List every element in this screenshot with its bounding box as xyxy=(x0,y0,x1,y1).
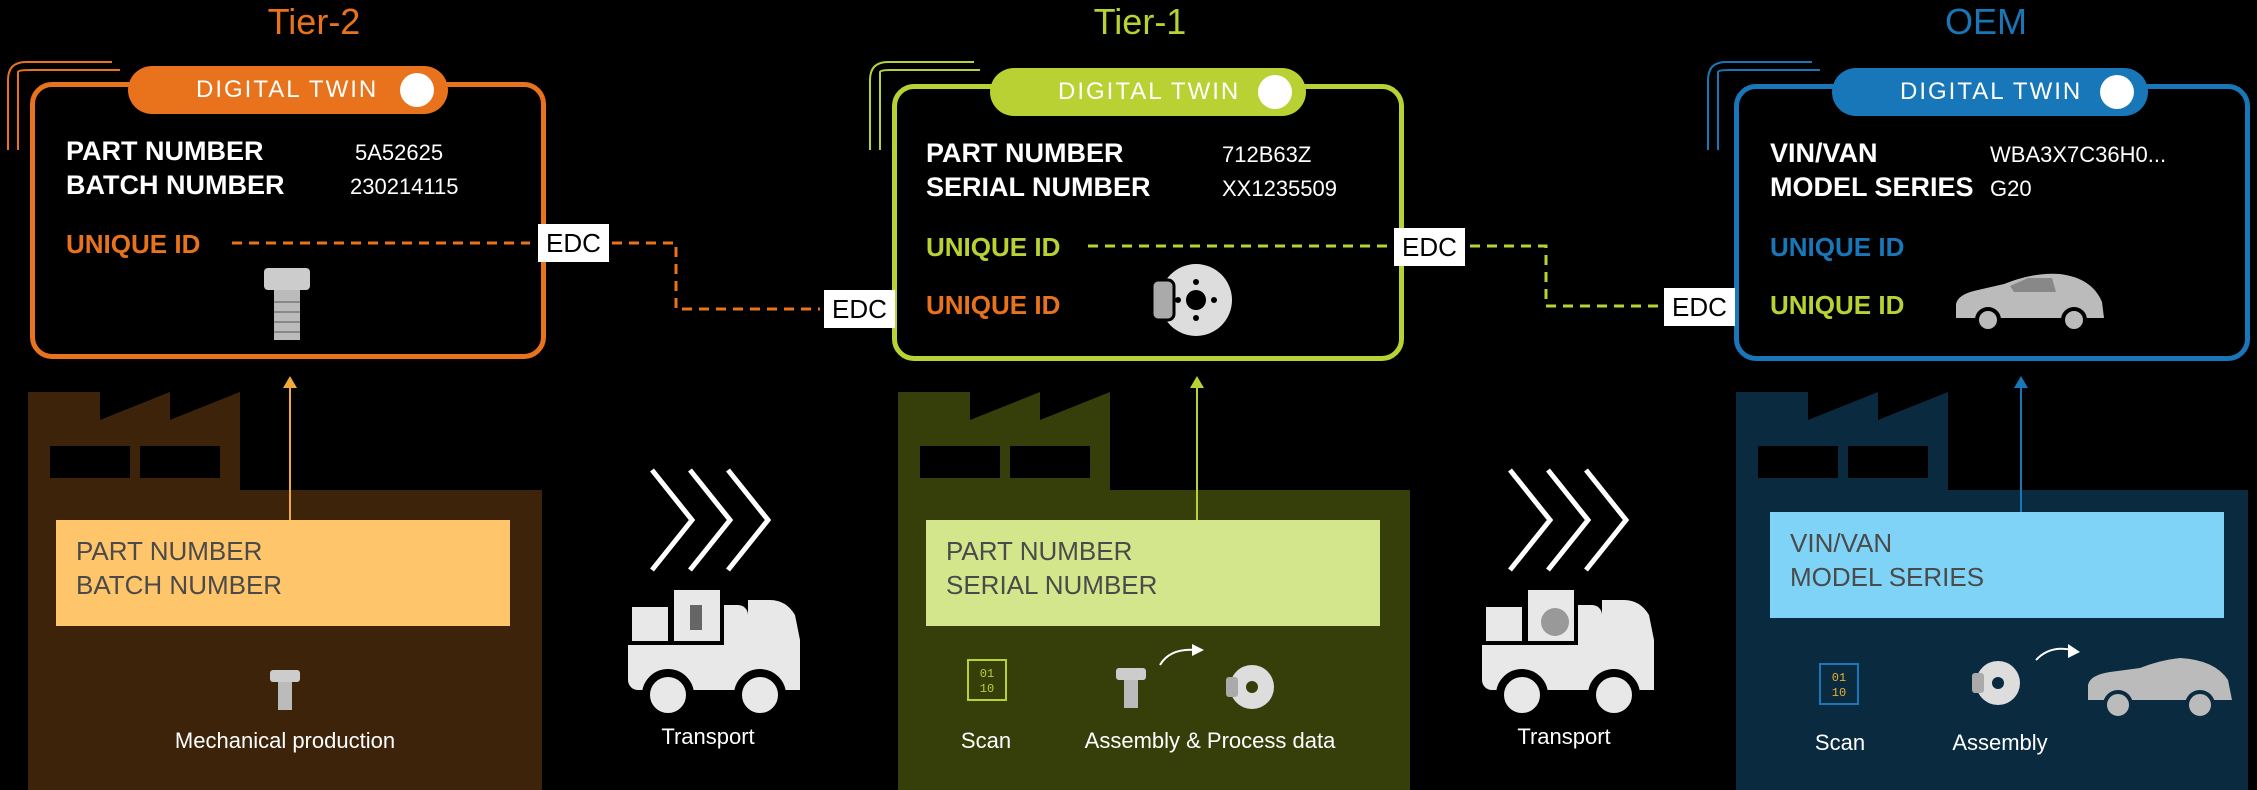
edc-connection-lines xyxy=(232,241,1660,311)
oem-vin-label: VIN/VAN xyxy=(1770,138,1878,168)
tier1-serial-number-value: XX1235509 xyxy=(1222,176,1337,201)
upload-arrows xyxy=(283,376,2028,545)
oem-vin-value: WBA3X7C36H0... xyxy=(1990,142,2167,167)
tier2-part-number-value: 5A52625 xyxy=(355,140,444,165)
scan-icon: 01 10 xyxy=(1819,663,1859,705)
brake-disc-icon xyxy=(1150,264,1232,336)
truck-icon xyxy=(1482,586,1654,721)
tier2-title: Tier-2 xyxy=(267,1,361,42)
tab-label: DIGITAL TWIN xyxy=(1900,78,2083,105)
tier2-factory-label: PART NUMBER BATCH NUMBER xyxy=(56,520,510,626)
oem-model-series-value: G20 xyxy=(1990,176,2032,201)
tier2-digital-twin-tab: DIGITAL TWIN xyxy=(128,66,448,114)
factory-label-line: VIN/VAN xyxy=(1790,528,1893,558)
transport-chevrons-1 xyxy=(650,468,772,572)
svg-text:01: 01 xyxy=(980,667,994,681)
tier2-part-number-label: PART NUMBER xyxy=(66,136,264,166)
svg-text:01: 01 xyxy=(1832,671,1846,685)
edc-connector-oem-in: EDC xyxy=(1664,288,1735,326)
edc-connector-tier1-out: EDC xyxy=(1394,228,1465,266)
factory-label-line: BATCH NUMBER xyxy=(76,570,283,600)
edc-connector-tier1-in: EDC xyxy=(824,290,895,328)
transport-chevrons-2 xyxy=(1508,468,1630,572)
bolt-icon xyxy=(1116,668,1146,708)
oem-digital-twin-tab: DIGITAL TWIN xyxy=(1832,68,2148,116)
oem-scan-caption: Scan xyxy=(1814,730,1866,755)
oem-title: OEM xyxy=(1944,1,2027,42)
tier1-process-caption: Assembly & Process data xyxy=(1084,728,1336,753)
tier2-process-caption: Mechanical production xyxy=(174,728,396,753)
factory-label-line: SERIAL NUMBER xyxy=(946,570,1158,600)
truck-icon xyxy=(628,586,800,721)
tier1-digital-twin-tab: DIGITAL TWIN xyxy=(990,68,1306,116)
transport-caption: Transport xyxy=(661,724,755,749)
tier1-serial-number-label: SERIAL NUMBER xyxy=(926,172,1151,202)
tab-label: DIGITAL TWIN xyxy=(1058,78,1241,105)
oem-model-series-label: MODEL SERIES xyxy=(1770,172,1974,202)
edc-connector-tier2-out: EDC xyxy=(538,224,609,262)
svg-text:10: 10 xyxy=(1832,686,1846,700)
brake-disc-icon xyxy=(1972,661,2020,705)
tier1-factory-label: PART NUMBER SERIAL NUMBER xyxy=(926,520,1380,626)
bolt-icon xyxy=(270,670,300,710)
scan-icon: 01 10 xyxy=(967,659,1007,701)
tier1-unique-id: UNIQUE ID xyxy=(926,232,1061,262)
tier1-scan-caption: Scan xyxy=(960,728,1012,753)
tier1-title: Tier-1 xyxy=(1093,1,1187,42)
svg-text:10: 10 xyxy=(980,682,994,696)
brake-disc-icon xyxy=(1226,665,1274,709)
tier1-linked-unique-id: UNIQUE ID xyxy=(1770,290,1905,320)
oem-process-caption: Assembly xyxy=(1952,730,2048,755)
factory-label-line: PART NUMBER xyxy=(76,536,263,566)
oem-factory-label: VIN/VAN MODEL SERIES xyxy=(1770,512,2224,618)
tier1-part-number-label: PART NUMBER xyxy=(926,138,1124,168)
oem-unique-id: UNIQUE ID xyxy=(1770,232,1905,262)
tier2-unique-id: UNIQUE ID xyxy=(66,229,201,259)
bolt-icon xyxy=(264,268,310,340)
factory-label-line: PART NUMBER xyxy=(946,536,1133,566)
tier1-part-number-value: 712B63Z xyxy=(1222,142,1312,167)
tier2-linked-unique-id: UNIQUE ID xyxy=(926,290,1061,320)
catena-logo-icon xyxy=(1258,75,1292,109)
catena-logo-icon xyxy=(2100,75,2134,109)
car-icon xyxy=(2088,658,2232,720)
tab-label: DIGITAL TWIN xyxy=(196,76,379,103)
tier2-batch-number-value: 230214115 xyxy=(350,174,459,199)
car-icon xyxy=(1956,273,2104,332)
factory-label-line: MODEL SERIES xyxy=(1790,562,1985,592)
tier2-batch-number-label: BATCH NUMBER xyxy=(66,170,285,200)
transport-caption: Transport xyxy=(1517,724,1611,749)
catena-logo-icon xyxy=(400,73,434,107)
